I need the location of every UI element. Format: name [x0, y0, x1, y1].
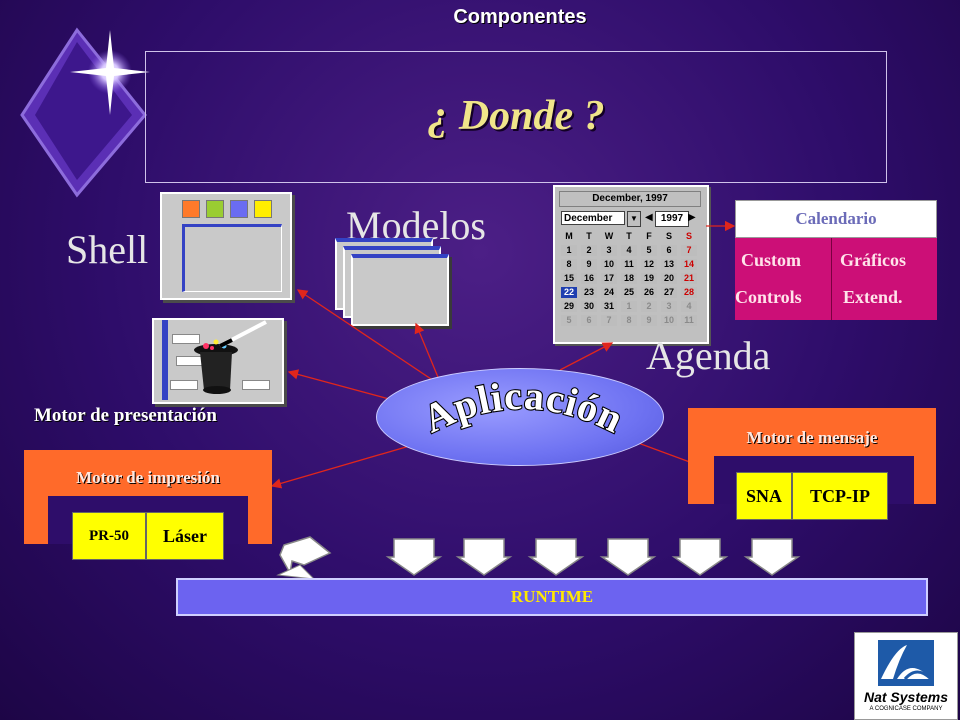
- calendar-day[interactable]: 3: [661, 301, 677, 312]
- calendar-day[interactable]: 21: [681, 273, 697, 284]
- next-year-icon[interactable]: ▶: [688, 212, 696, 223]
- motor-presentacion-label: Motor de presentación: [34, 405, 217, 426]
- runtime-bar: RUNTIME: [176, 578, 928, 616]
- star-diamond-icon: [20, 27, 150, 198]
- calendar-day[interactable]: 15: [561, 273, 577, 284]
- calendar-day[interactable]: 8: [621, 315, 637, 326]
- runtime-arrows: [276, 536, 801, 580]
- calendar-day[interactable]: 30: [581, 301, 597, 312]
- calendar-day[interactable]: 7: [601, 315, 617, 326]
- calendar-day[interactable]: 19: [641, 273, 657, 284]
- magic-hat-icon: [152, 318, 284, 404]
- shell-window-icon: [160, 192, 292, 300]
- calendar-day[interactable]: 28: [681, 287, 697, 298]
- down-arrow-icon: [671, 538, 729, 576]
- calendario-box: Calendario Custom Gráficos Controls Exte…: [735, 200, 937, 320]
- tcp-ip-cell: TCP-IP: [792, 472, 888, 520]
- aplicacion-ellipse: [376, 368, 664, 466]
- calendar-day[interactable]: 13: [661, 259, 677, 270]
- calendar-day[interactable]: 10: [601, 259, 617, 270]
- page-title: ¿ Donde ?: [427, 93, 605, 139]
- logo-name: Nat Systems: [863, 689, 949, 705]
- calendar-day[interactable]: 10: [661, 315, 677, 326]
- calendar-day[interactable]: 14: [681, 259, 697, 270]
- calendar-caption: December, 1997: [559, 191, 701, 207]
- calendar-day-header: S: [665, 231, 672, 241]
- calendar-day[interactable]: 3: [601, 245, 617, 256]
- down-arrow-icon: [385, 538, 443, 576]
- calendar-day[interactable]: 5: [641, 245, 657, 256]
- calendar-day-header: F: [646, 231, 652, 241]
- svg-text:Aplicación: Aplicación: [416, 373, 631, 442]
- month-select[interactable]: December: [561, 211, 625, 225]
- calendar-day[interactable]: 23: [581, 287, 597, 298]
- month-dropdown-icon[interactable]: ▼: [627, 211, 641, 227]
- motor-mensaje-title: Motor de mensaje: [746, 428, 878, 447]
- down-arrow-icon: [527, 538, 585, 576]
- prev-year-icon[interactable]: ◀: [645, 212, 653, 223]
- calendar-day[interactable]: 20: [661, 273, 677, 284]
- shell-label: Shell: [66, 227, 149, 272]
- calendar-day[interactable]: 11: [681, 315, 697, 326]
- calendar-day[interactable]: 16: [581, 273, 597, 284]
- calendar-day[interactable]: 1: [621, 301, 637, 312]
- calendar-day[interactable]: 4: [621, 245, 637, 256]
- calendar-day[interactable]: 27: [661, 287, 677, 298]
- calendar-day[interactable]: 18: [621, 273, 637, 284]
- calendar-day-header: T: [586, 231, 592, 241]
- calendar-day[interactable]: 9: [581, 259, 597, 270]
- calendar-day[interactable]: 9: [641, 315, 657, 326]
- aplicacion-wordart: Aplicación: [415, 372, 631, 443]
- calendar-day[interactable]: 25: [621, 287, 637, 298]
- down-arrow-icon: [455, 538, 513, 576]
- laser-cell: Láser: [146, 512, 224, 560]
- calendar-day[interactable]: 11: [621, 259, 637, 270]
- calendar-day[interactable]: 1: [561, 245, 577, 256]
- sna-cell: SNA: [736, 472, 792, 520]
- calendar-day[interactable]: 7: [681, 245, 697, 256]
- down-arrow-icon: [743, 538, 801, 576]
- down-arrow-icon: [599, 538, 657, 576]
- calendario-title: Calendario: [735, 200, 937, 238]
- section-title: Componentes: [453, 6, 587, 28]
- calendar-day[interactable]: 31: [601, 301, 617, 312]
- extend-label: Extend.: [843, 287, 903, 307]
- calendar-day-header: M: [565, 231, 573, 241]
- calendar-day[interactable]: 2: [641, 301, 657, 312]
- stacked-windows-icon: [335, 238, 455, 328]
- calendar-day[interactable]: 17: [601, 273, 617, 284]
- calendar-day-header: S: [685, 231, 692, 241]
- calendar-day[interactable]: 29: [561, 301, 577, 312]
- calendar-day[interactable]: 6: [661, 245, 677, 256]
- calendar-day[interactable]: 6: [581, 315, 597, 326]
- calendar-day[interactable]: 12: [641, 259, 657, 270]
- title-frame: [145, 51, 887, 183]
- calendar-day[interactable]: 24: [601, 287, 617, 298]
- calendar-day[interactable]: 5: [561, 315, 577, 326]
- aplicacion-label: Aplicación: [415, 372, 631, 443]
- motor-impresion-title: Motor de impresión: [76, 468, 220, 487]
- calendar-day[interactable]: 4: [681, 301, 697, 312]
- calendar-day[interactable]: 2: [581, 245, 597, 256]
- agenda-label: Agenda: [646, 333, 771, 378]
- custom-label: Custom: [741, 250, 802, 270]
- calendar-day[interactable]: 26: [641, 287, 657, 298]
- year-field[interactable]: 1997: [655, 211, 689, 227]
- calendar-day[interactable]: 22: [561, 287, 577, 298]
- nat-systems-logo: Nat Systems A COGNICASE COMPANY: [854, 632, 958, 720]
- calendar-day[interactable]: 8: [561, 259, 577, 270]
- calendar-day-header: T: [626, 231, 632, 241]
- graficos-label: Gráficos: [840, 250, 906, 270]
- controls-label: Controls: [735, 287, 802, 307]
- calendar-day-header: W: [604, 231, 614, 241]
- pr50-cell: PR-50: [72, 512, 146, 560]
- logo-tagline: A COGNICASE COMPANY: [869, 706, 943, 712]
